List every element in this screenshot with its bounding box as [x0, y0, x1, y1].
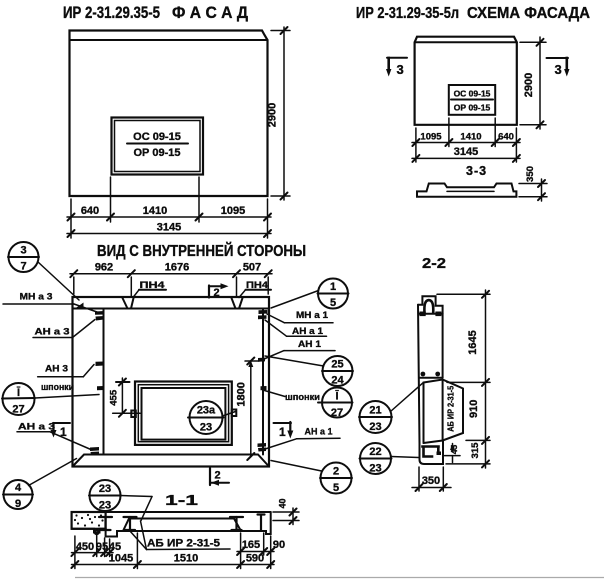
- svg-text:ПН4: ПН4: [246, 280, 269, 291]
- svg-text:ИР 2-31.29-35-5л: ИР 2-31.29-35-5л: [356, 5, 459, 22]
- svg-text:23а: 23а: [197, 405, 216, 417]
- svg-text:7: 7: [20, 261, 26, 273]
- svg-text:1: 1: [330, 281, 336, 293]
- svg-text:21: 21: [369, 405, 381, 417]
- svg-text:590: 590: [246, 553, 264, 565]
- svg-text:23: 23: [99, 483, 111, 495]
- svg-text:315: 315: [470, 442, 481, 459]
- svg-text:450: 450: [76, 541, 94, 553]
- svg-text:шпонки: шпонки: [285, 392, 320, 403]
- svg-text:95: 95: [96, 541, 108, 553]
- svg-text:МН а 1: МН а 1: [296, 310, 329, 321]
- svg-text:350: 350: [422, 475, 440, 487]
- svg-text:АБ ИР 2-31-5: АБ ИР 2-31-5: [147, 538, 220, 550]
- svg-text:1: 1: [60, 425, 67, 439]
- svg-text:1-1: 1-1: [165, 493, 198, 509]
- svg-text:962: 962: [95, 262, 113, 274]
- svg-text:1045: 1045: [109, 553, 133, 565]
- svg-text:5: 5: [330, 297, 336, 309]
- svg-text:22: 22: [369, 446, 381, 458]
- svg-text:2: 2: [333, 466, 339, 478]
- svg-text:1510: 1510: [174, 553, 198, 565]
- svg-text:Ф А С А Д: Ф А С А Д: [172, 4, 248, 22]
- svg-text:40: 40: [278, 498, 288, 508]
- svg-text:2900: 2900: [523, 73, 535, 97]
- svg-text:2: 2: [215, 470, 221, 482]
- svg-text:24: 24: [331, 375, 344, 387]
- svg-text:ОС 09-15: ОС 09-15: [133, 131, 181, 143]
- svg-text:СХЕМА ФАСАДА: СХЕМА ФАСАДА: [467, 5, 590, 22]
- svg-text:1: 1: [279, 425, 286, 439]
- svg-text:27: 27: [331, 407, 343, 419]
- svg-text:90: 90: [273, 539, 285, 551]
- svg-text:25: 25: [331, 359, 343, 371]
- svg-text:3145: 3145: [157, 222, 181, 234]
- svg-text:350: 350: [525, 166, 536, 182]
- svg-text:1410: 1410: [143, 205, 167, 217]
- svg-text:МН а 3: МН а 3: [20, 292, 53, 303]
- svg-text:шпонки: шпонки: [41, 382, 74, 393]
- svg-text:3: 3: [20, 245, 26, 257]
- svg-text:ОР 09-15: ОР 09-15: [133, 147, 180, 159]
- svg-text:2: 2: [214, 287, 220, 299]
- svg-text:640: 640: [81, 205, 99, 217]
- svg-text:ИР 2-31.29.35-5: ИР 2-31.29.35-5: [63, 4, 160, 22]
- svg-text:23: 23: [200, 422, 212, 434]
- svg-text:АН а 1: АН а 1: [292, 326, 324, 337]
- svg-text:2900: 2900: [267, 103, 279, 127]
- svg-text:1676: 1676: [165, 262, 189, 274]
- svg-text:ОР 09-15: ОР 09-15: [454, 103, 491, 113]
- svg-text:4: 4: [15, 482, 22, 494]
- svg-text:1645: 1645: [467, 330, 479, 354]
- svg-text:45: 45: [449, 445, 459, 455]
- svg-text:ПН4: ПН4: [140, 280, 166, 291]
- svg-text:507: 507: [243, 262, 261, 274]
- svg-text:910: 910: [468, 400, 480, 418]
- svg-text:3: 3: [397, 62, 404, 77]
- svg-text:27: 27: [12, 404, 24, 416]
- svg-text:1095: 1095: [221, 205, 245, 217]
- svg-text:АН а 3: АН а 3: [35, 327, 70, 338]
- svg-text:АБ ИР 2-31-5: АБ ИР 2-31-5: [447, 385, 456, 432]
- svg-text:2-2: 2-2: [422, 256, 446, 272]
- svg-text:455: 455: [109, 389, 120, 406]
- svg-text:640: 640: [498, 132, 514, 143]
- svg-text:ОС 09-15: ОС 09-15: [454, 89, 491, 99]
- svg-text:1410: 1410: [460, 132, 481, 143]
- svg-text:3145: 3145: [454, 146, 478, 158]
- svg-text:1095: 1095: [420, 132, 442, 143]
- svg-text:23: 23: [369, 463, 381, 475]
- svg-text:45: 45: [109, 541, 121, 553]
- svg-text:23: 23: [99, 500, 111, 512]
- svg-text:ВИД С ВНУТРЕННЕЙ СТОРОНЫ: ВИД С ВНУТРЕННЕЙ СТОРОНЫ: [97, 242, 306, 260]
- svg-text:Ī: Ī: [16, 387, 21, 399]
- svg-text:23: 23: [369, 421, 381, 433]
- svg-text:3: 3: [555, 62, 562, 77]
- svg-text:АН 1: АН 1: [298, 339, 322, 350]
- svg-text:АН 3: АН 3: [45, 364, 68, 375]
- svg-text:АН а 3: АН а 3: [18, 422, 55, 433]
- svg-text:АН а 1: АН а 1: [305, 427, 334, 438]
- svg-text:5: 5: [333, 482, 339, 494]
- svg-text:3-3: 3-3: [466, 164, 487, 178]
- svg-text:Ī: Ī: [334, 391, 339, 403]
- svg-text:9: 9: [15, 498, 21, 510]
- svg-text:1800: 1800: [236, 382, 248, 406]
- svg-text:165: 165: [242, 539, 260, 551]
